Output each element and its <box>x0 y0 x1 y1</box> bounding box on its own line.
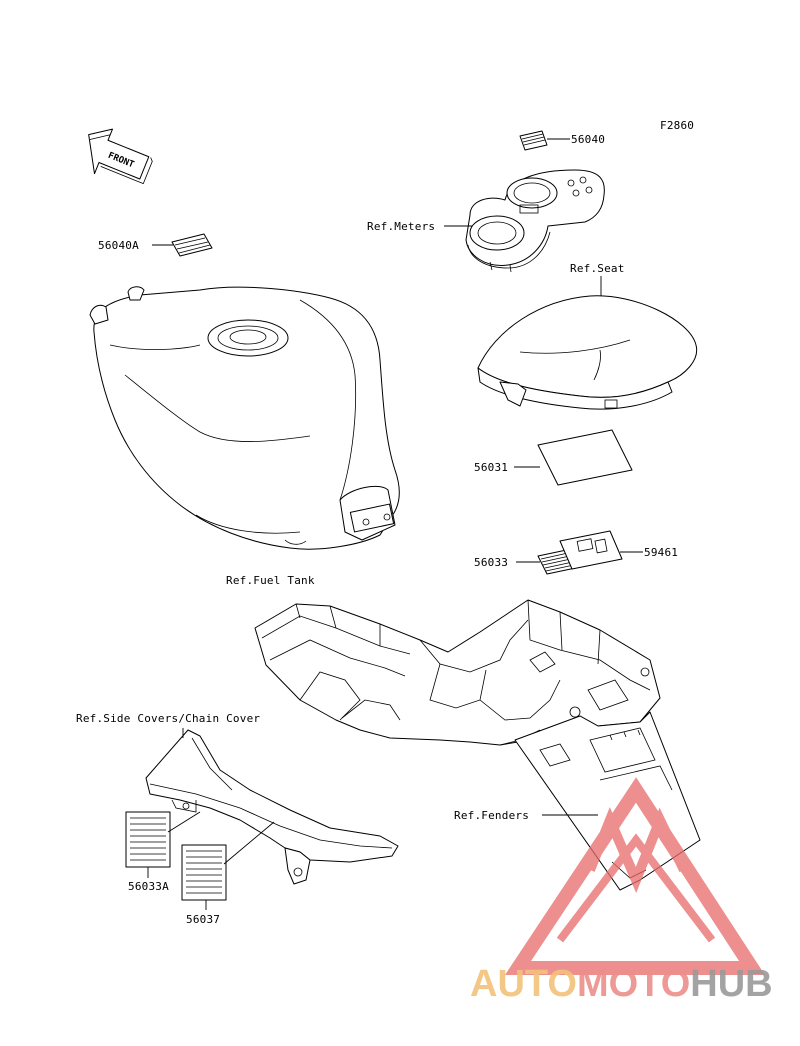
seat <box>477 295 698 410</box>
label-56033: 56033 <box>474 556 508 569</box>
front-arrow-icon: FRONT <box>88 128 153 185</box>
label-56033A: 56033A <box>128 880 169 893</box>
meters-cluster <box>465 169 605 273</box>
decal-59461 <box>559 530 623 570</box>
label-56040A: 56040A <box>98 239 139 252</box>
label-ref-fuel-tank: Ref.Fuel Tank <box>226 574 315 587</box>
label-ref-fenders: Ref.Fenders <box>454 809 529 822</box>
fuel-tank <box>89 286 400 550</box>
label-56040: 56040 <box>571 133 605 146</box>
figure-code: F2860 <box>660 119 694 132</box>
label-ref-meters: Ref.Meters <box>367 220 435 233</box>
label-56031: 56031 <box>474 461 508 474</box>
label-59461: 59461 <box>644 546 678 559</box>
watermark-hub: HUB <box>690 963 772 1005</box>
decal-56037 <box>181 844 227 901</box>
label-56037: 56037 <box>186 913 220 926</box>
watermark-moto: MOTO <box>577 963 690 1005</box>
decal-56033A <box>125 811 171 868</box>
decal-56031 <box>537 429 633 486</box>
label-ref-side-covers: Ref.Side Covers/Chain Cover <box>76 712 260 725</box>
watermark-text: AUTOMOTOHUB <box>470 963 773 1005</box>
decal-56040A <box>171 233 213 257</box>
chain-cover <box>145 729 399 885</box>
decal-56040 <box>519 130 548 151</box>
watermark-logo <box>504 777 765 975</box>
label-ref-seat: Ref.Seat <box>570 262 625 275</box>
watermark-auto: AUTO <box>470 963 577 1005</box>
